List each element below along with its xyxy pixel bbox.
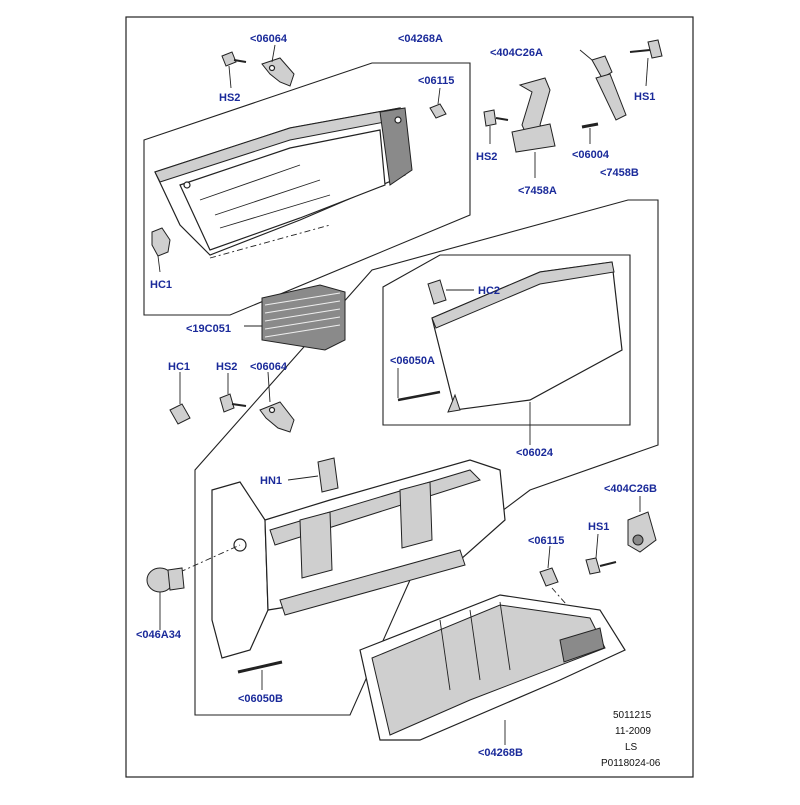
clip-icon (151, 227, 171, 273)
callout-06115-low: <06115 (528, 535, 564, 547)
callout-06064-top: <06064 (250, 33, 288, 45)
callout-046A34: <046A34 (136, 629, 182, 641)
drawing-metadata: 5011215 11-2009 LS P0118024-06 (601, 710, 661, 769)
callout-hc1-mid: HC1 (168, 361, 190, 373)
pin-icon (397, 368, 441, 402)
hinge-icon (627, 496, 657, 553)
callout-404C26A: <404C26A (490, 47, 543, 59)
bumper-icon (539, 545, 581, 621)
bracket-icon (259, 371, 295, 433)
meta-code: LS (625, 742, 638, 753)
pin-icon (237, 660, 283, 690)
callout-404C26B: <404C26B (604, 483, 657, 495)
screw-icon (219, 373, 247, 413)
screw-icon (221, 51, 247, 89)
outer-frame (125, 16, 694, 778)
latch-icon (287, 457, 339, 493)
callout-hs1-low: HS1 (588, 521, 609, 533)
screw-icon (483, 109, 509, 144)
callout-hc1-top: HC1 (150, 279, 172, 291)
callout-hc2: HC2 (478, 285, 500, 297)
inner-box-06024 (382, 254, 631, 426)
callout-04268B: <04268B (478, 747, 523, 759)
clip-icon (169, 372, 191, 425)
meta-drawing-number: 5011215 (613, 710, 652, 721)
callout-06050A: <06050A (390, 355, 435, 367)
bumper-icon (146, 567, 185, 630)
callout-hs2-mid: HS2 (476, 151, 497, 163)
callout-04268A: <04268A (398, 33, 443, 45)
upper-box-04268A (143, 62, 471, 316)
callout-06050B: <06050B (238, 693, 283, 705)
meta-part-ref: P0118024-06 (601, 758, 661, 769)
callout-19C051: <19C051 (186, 323, 231, 335)
screw-icon (629, 39, 663, 87)
callout-labels: <06064 <04268A <404C26A HS2 <06115 HS1 H… (136, 33, 657, 759)
bumper-icon (429, 87, 447, 119)
glovebox-bin-04268B (359, 594, 626, 745)
callout-hn1: HN1 (260, 475, 282, 487)
glovebox-frame-lower (179, 459, 506, 659)
callout-06004: <06004 (572, 149, 610, 161)
callout-06115-top: <06115 (418, 75, 454, 87)
callout-hs2-top: HS2 (219, 92, 240, 104)
pin-icon (581, 122, 599, 144)
callout-7458A: <7458A (518, 185, 557, 197)
callout-06064-mid: <06064 (250, 361, 288, 373)
clip-icon (427, 279, 474, 305)
callout-hs1-top: HS1 (634, 91, 655, 103)
callout-hs2-lower: HS2 (216, 361, 237, 373)
callout-7458B: <7458B (600, 167, 639, 179)
air-duct-19C051 (244, 284, 346, 351)
meta-date: 11-2009 (615, 726, 651, 737)
glovebox-liner-upper (154, 107, 413, 259)
callout-06024: <06024 (516, 447, 554, 459)
latch-icon (511, 49, 627, 178)
bracket-icon (261, 44, 295, 87)
glovebox-door-inner (431, 261, 623, 413)
screw-icon (585, 533, 617, 575)
